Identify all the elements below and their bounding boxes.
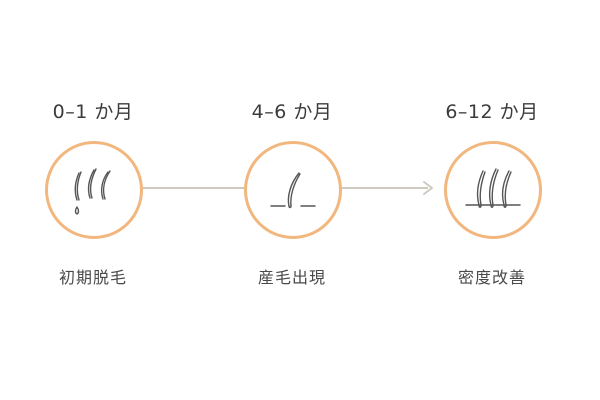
timeline-connector: [340, 187, 428, 189]
step-period: 0–1 か月: [52, 101, 134, 123]
arrow-right-icon: [423, 181, 433, 195]
step-period: 6–12 か月: [445, 101, 539, 123]
step-caption: 産毛出現: [257, 268, 326, 287]
step-icon-ring: [45, 141, 143, 239]
shedding-hair-icon: [74, 168, 111, 215]
sprouting-hair-icon: [270, 172, 316, 209]
step-caption: 密度改善: [457, 268, 526, 287]
step-caption: 初期脱毛: [58, 268, 127, 287]
dense-hair-icon: [465, 168, 521, 208]
timeline-connector: [141, 187, 244, 189]
step-icon-ring: [244, 141, 342, 239]
step-icon-ring: [444, 141, 542, 239]
step-period: 4–6 か月: [251, 101, 333, 123]
